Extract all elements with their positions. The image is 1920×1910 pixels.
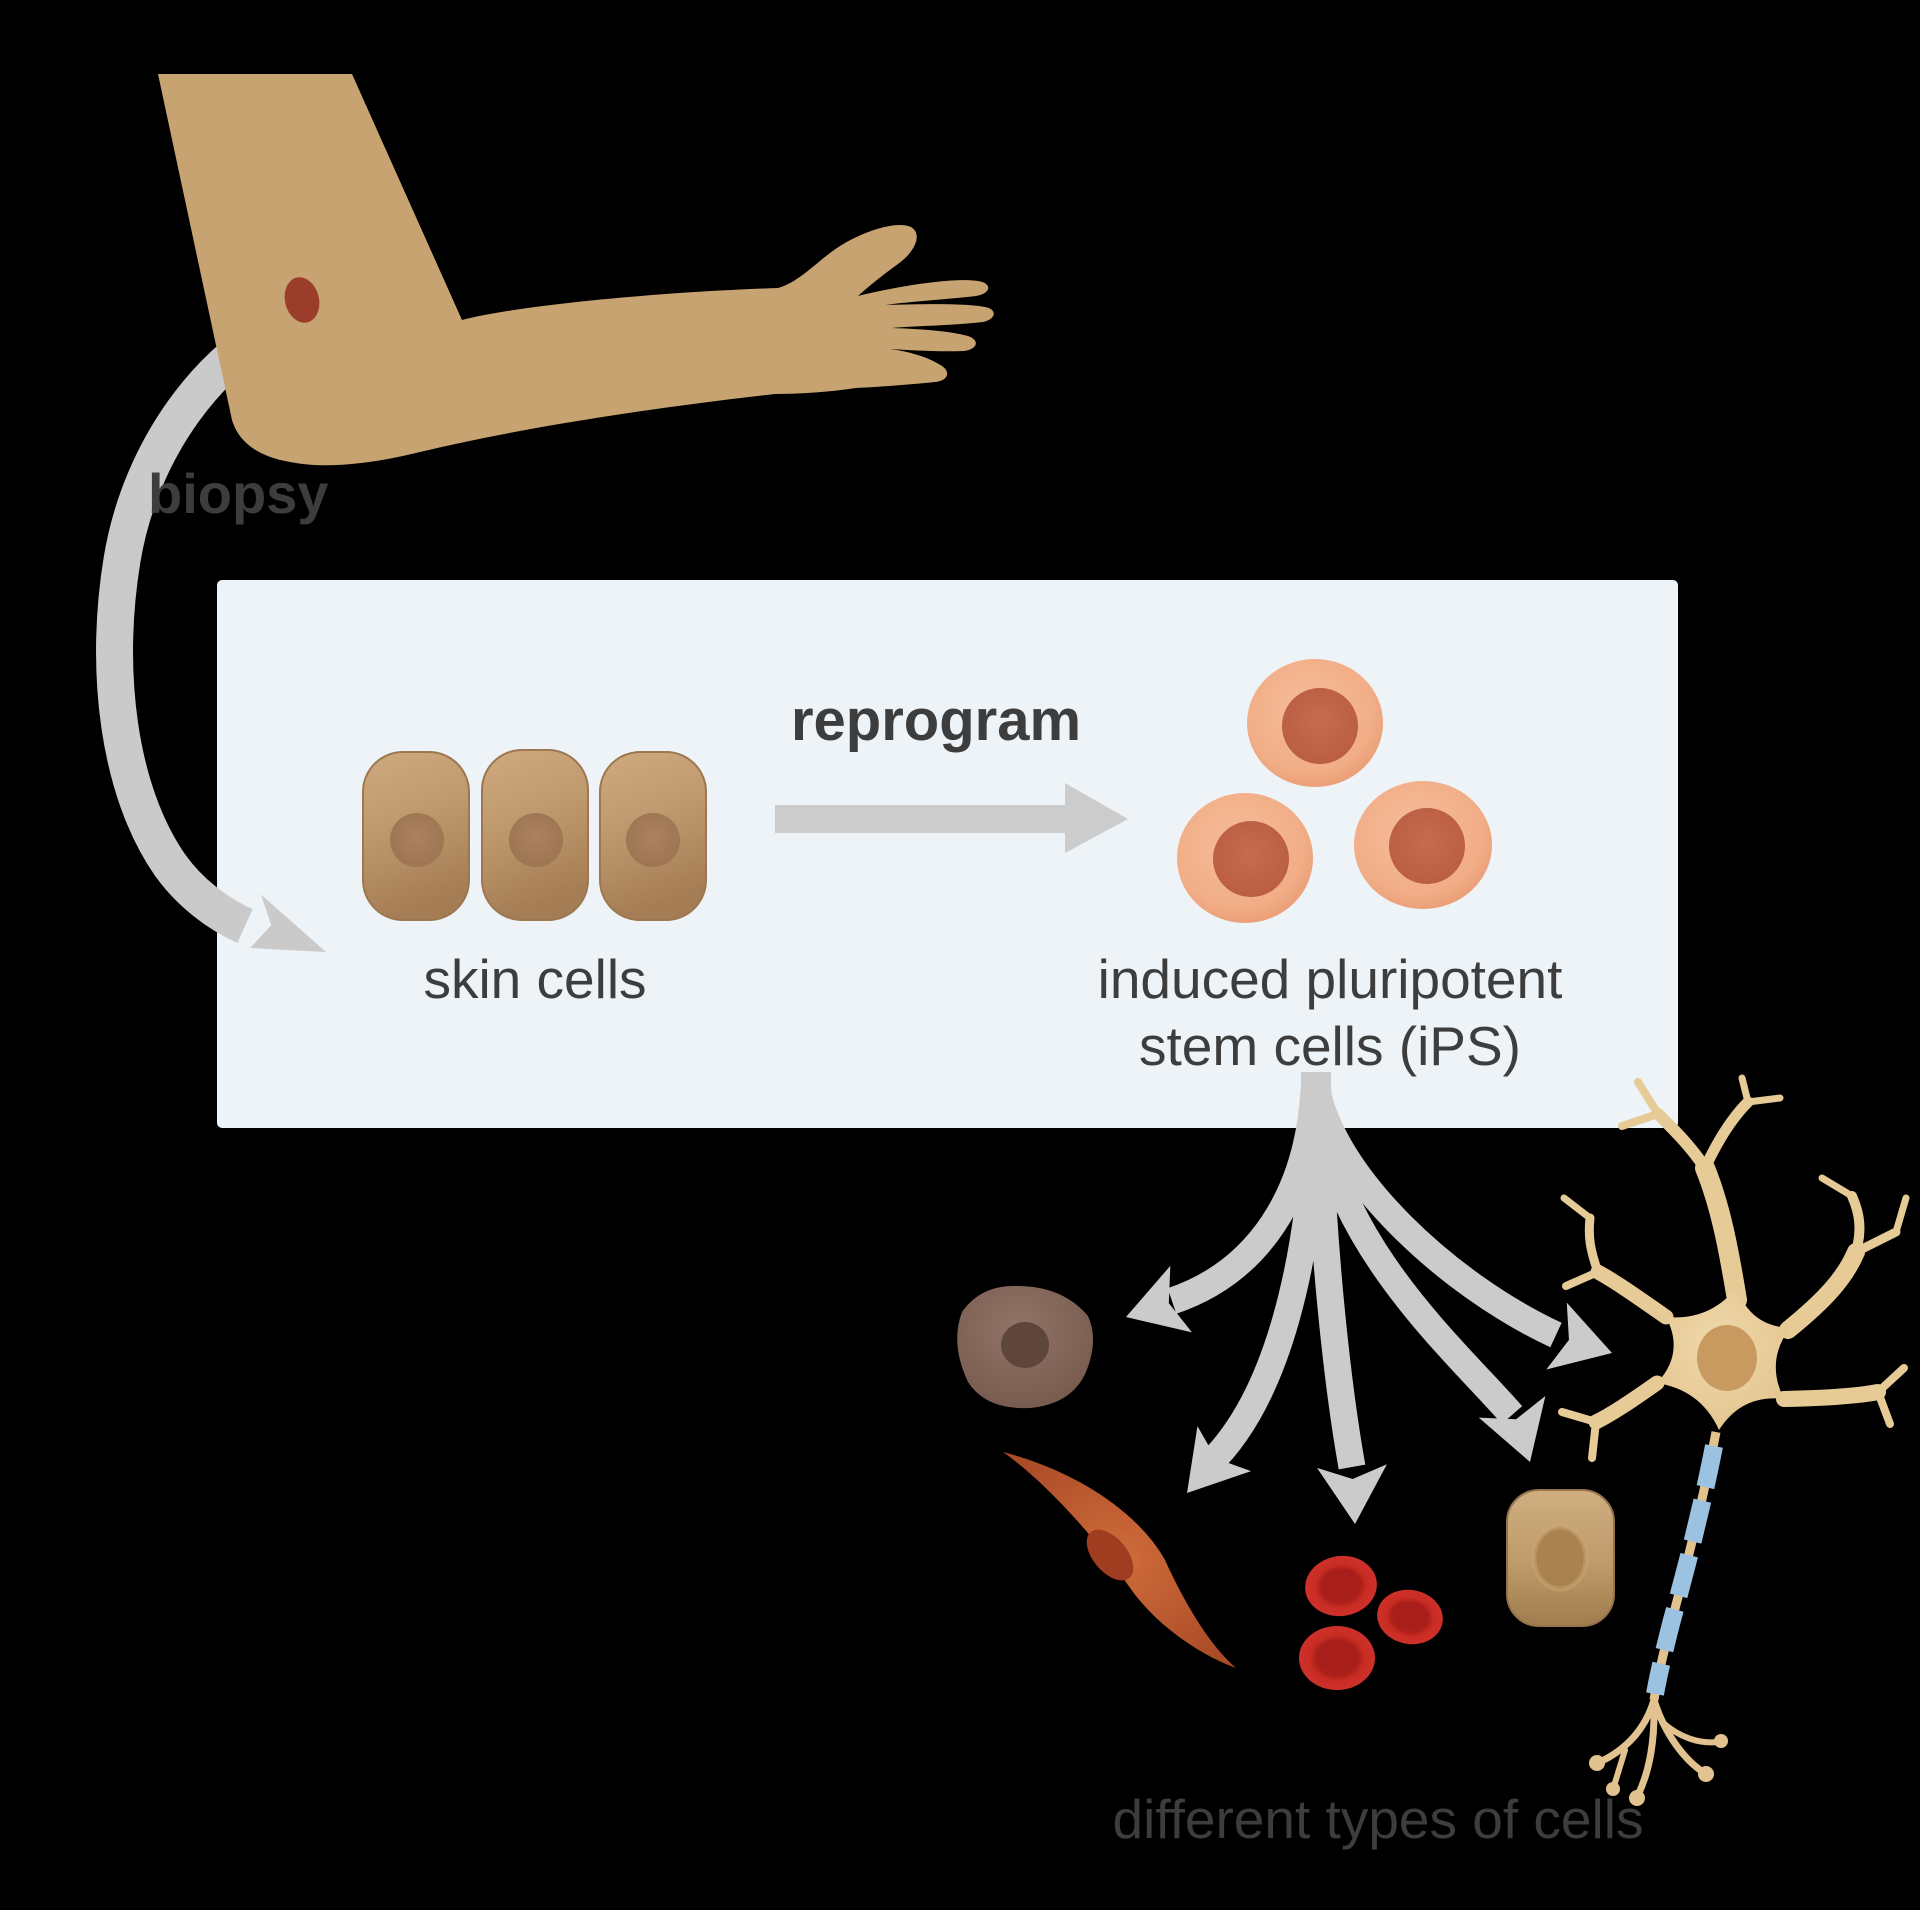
neuron-nucleus <box>1697 1325 1757 1391</box>
ips-label-line1: induced pluripotent <box>1097 948 1563 1010</box>
arm-illustration <box>158 74 994 466</box>
ips-cell <box>1247 659 1383 787</box>
reprogram-arrow <box>775 783 1128 853</box>
muscle-cell <box>1003 1452 1236 1668</box>
biopsy-spot <box>284 277 320 323</box>
red-blood-cell <box>1299 1626 1375 1690</box>
ips-cell <box>1177 793 1313 923</box>
biopsy-label: biopsy <box>148 462 329 525</box>
biopsy-arrow <box>96 301 326 952</box>
red-blood-cell <box>1305 1555 1377 1617</box>
skin-cell <box>481 749 589 921</box>
skin-cell <box>362 751 470 921</box>
skin-cells-label: skin cells <box>423 948 647 1010</box>
red-blood-cells <box>1299 1555 1443 1690</box>
ips-cells-group <box>1177 659 1492 923</box>
myelin-sheath <box>1646 1444 1723 1696</box>
axon-terminals <box>1589 1696 1728 1806</box>
axon <box>1646 1431 1723 1701</box>
ips-cell <box>1354 781 1492 909</box>
different-types-label: different types of cells <box>1112 1788 1644 1850</box>
epithelial-cell <box>1506 1489 1615 1627</box>
pigment-cell <box>957 1285 1094 1409</box>
skin-cells-group <box>362 749 707 921</box>
ips-label: induced pluripotent stem cells (iPS) <box>1098 946 1563 1080</box>
differentiation-arrows <box>1126 1072 1612 1524</box>
red-blood-cell <box>1377 1589 1443 1645</box>
reprogram-label: reprogram <box>790 688 1082 753</box>
ips-label-line2: stem cells (iPS) <box>1138 1015 1521 1078</box>
skin-cell <box>599 751 707 921</box>
neuron <box>1558 1074 1910 1806</box>
